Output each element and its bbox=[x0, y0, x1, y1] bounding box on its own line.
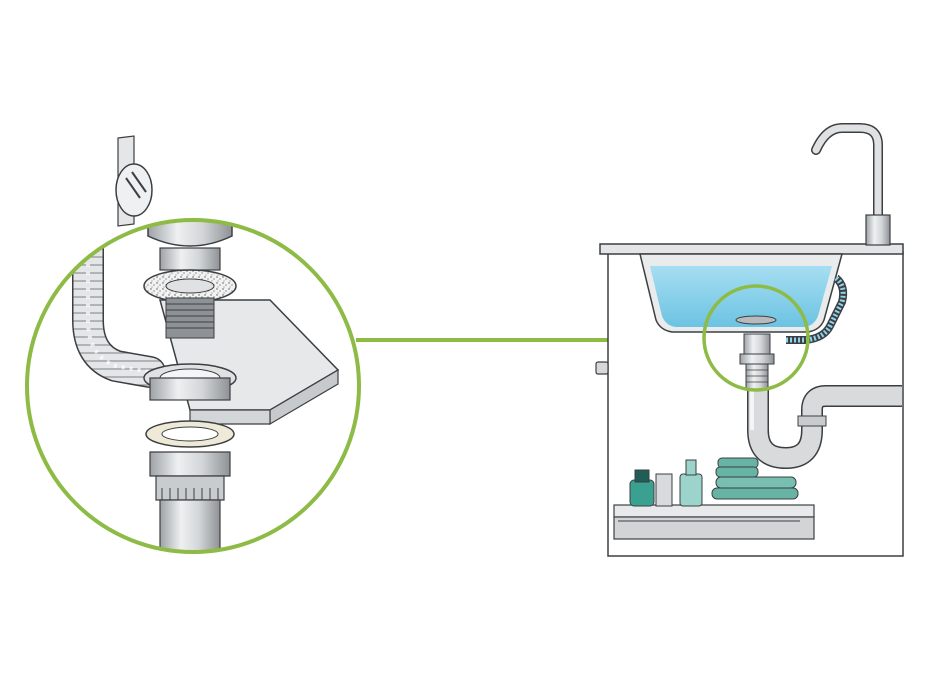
shelf-bottles bbox=[629, 459, 703, 507]
top-gasket bbox=[143, 269, 237, 303]
countertop bbox=[599, 243, 904, 255]
folded-towels bbox=[711, 457, 799, 500]
faucet bbox=[811, 123, 891, 246]
vanity-cabinet-scene bbox=[595, 123, 904, 557]
overflow-cover bbox=[115, 135, 153, 227]
zoomed-detail bbox=[25, 135, 361, 554]
cabinet-knob bbox=[595, 361, 609, 375]
waste-nut-and-tail bbox=[149, 451, 231, 552]
threaded-waste-body bbox=[165, 297, 215, 339]
basin-water bbox=[650, 266, 832, 327]
lower-flange bbox=[143, 363, 237, 401]
lower-washer bbox=[145, 420, 235, 448]
sink-basin bbox=[639, 253, 843, 333]
cabinet-shelf bbox=[613, 504, 815, 540]
p-trap bbox=[747, 385, 902, 469]
detail-callout-circle-small bbox=[702, 284, 810, 392]
detail-callout-circle-large bbox=[25, 218, 361, 554]
sink-waste-assembly bbox=[739, 333, 775, 391]
pop-up-plug bbox=[147, 220, 233, 271]
